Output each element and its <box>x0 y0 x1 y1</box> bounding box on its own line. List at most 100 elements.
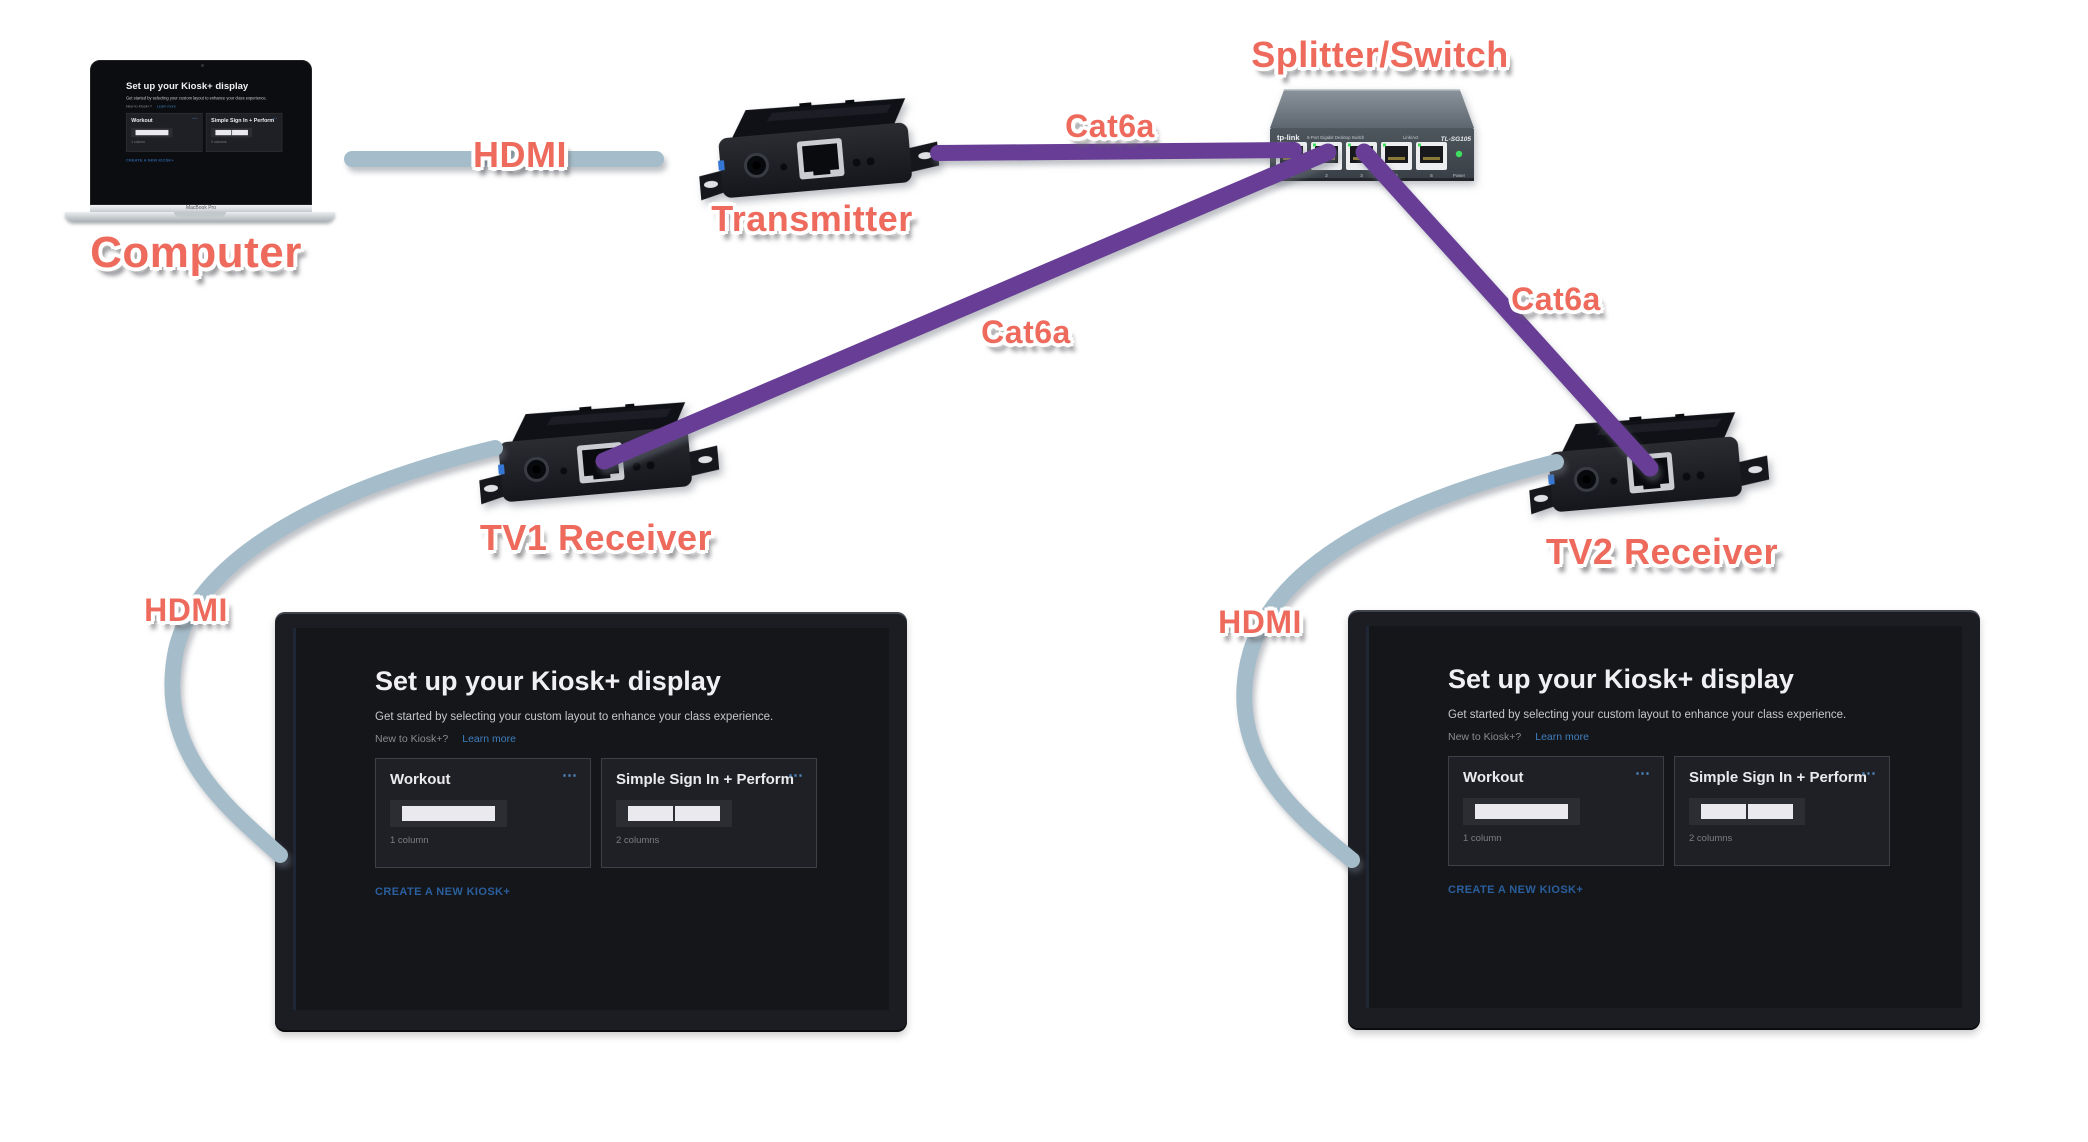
power-led <box>718 160 725 171</box>
switch-link-act-label: Link/Act <box>1403 135 1419 140</box>
card-title: Simple Sign In + Perform <box>616 771 794 788</box>
webcam-icon <box>201 64 204 67</box>
screw-hole <box>1696 471 1705 480</box>
tv2-receiver-label: TV2 Receiver <box>1545 531 1779 572</box>
rj45-port <box>1632 457 1670 487</box>
rj45-port-4 <box>1381 142 1412 170</box>
kiosk-new-to-row: New to Kiosk+? Learn more <box>375 733 516 745</box>
tv1-screen: Set up your Kiosk+ display Get started b… <box>293 628 889 1010</box>
column-bar <box>402 806 495 821</box>
columns-label: 2 columns <box>1689 833 1733 844</box>
rj45-notch <box>593 471 611 480</box>
ellipsis-menu-icon: ⋯ <box>192 116 198 123</box>
layout-preview-1col <box>390 800 507 827</box>
column-bar <box>675 806 720 821</box>
device-post <box>799 102 812 108</box>
kiosk-subtitle: Get started by selecting your custom lay… <box>375 711 774 723</box>
columns-label: 1 column <box>1463 833 1502 844</box>
extender-device <box>1529 412 1770 515</box>
kiosk-setup-screen: Set up your Kiosk+ display Get started b… <box>293 628 887 1010</box>
port-led <box>1348 143 1351 147</box>
laptop-brand-text: MacBook Pro <box>185 205 216 211</box>
card-title: Workout <box>1463 769 1524 786</box>
splitter-switch-label: Splitter/Switch <box>1251 34 1509 75</box>
device-post <box>1675 413 1685 419</box>
column-bar <box>232 129 248 136</box>
laptop-screen: Set up your Kiosk+ display Get started b… <box>90 60 312 205</box>
power-led <box>1548 474 1555 485</box>
cat6a-label-transmitter: Cat6a <box>1065 108 1155 144</box>
extender-device <box>479 402 720 505</box>
rj45-port <box>582 447 620 477</box>
rj45-port-1 <box>1276 142 1307 170</box>
layout-preview-2col <box>211 127 253 138</box>
layout-card-workout: Workout ⋯ 1 column <box>375 758 591 868</box>
transmitter-device <box>698 98 940 212</box>
device-top-gloss <box>766 104 892 122</box>
layout-preview-2col <box>1689 798 1805 825</box>
tv2-kiosk-screen: Set up your Kiosk+ display Get started b… <box>1366 626 1962 1008</box>
layout-card-workout: Workout ⋯ 1 column <box>1448 756 1664 866</box>
port-led <box>1418 143 1421 147</box>
new-to-kiosk-text: New to Kiosk+? <box>1448 731 1522 743</box>
kiosk-setup-screen: Set up your Kiosk+ display Get started b… <box>97 67 307 203</box>
column-bar <box>215 129 232 136</box>
layout-preview-2col <box>616 800 732 827</box>
device-post <box>579 406 592 412</box>
kiosk-setup-screen: Set up your Kiosk+ display Get started b… <box>1366 626 1960 1008</box>
layout-cards: Workout ⋯ 1 column Simple Sign In + Perf… <box>375 758 817 868</box>
hdmi-label-computer: HDMI <box>473 134 567 175</box>
laptop-hinge: MacBook Pro <box>90 205 312 212</box>
device-post <box>845 99 855 105</box>
card-title: Workout <box>390 771 451 788</box>
tv2-display: Set up your Kiosk+ display Get started b… <box>1348 610 1980 1030</box>
kiosk-subtitle: Get started by selecting your custom lay… <box>1448 709 1847 721</box>
learn-more-link: Learn more <box>462 733 516 745</box>
computer-laptop: Set up your Kiosk+ display Get started b… <box>65 60 335 222</box>
learn-more-link: Learn more <box>1535 731 1589 743</box>
tv1-receiver-label: TV1 Receiver <box>479 517 713 558</box>
cat6a-label-tv1: Cat6a <box>981 314 1071 350</box>
power-label: Power <box>1453 173 1466 178</box>
column-bar <box>1701 804 1746 819</box>
port-led <box>1383 143 1386 147</box>
hdmi-label-tv1: HDMI <box>144 592 228 628</box>
switch-model: TL-SG105 <box>1441 136 1472 143</box>
kiosk-new-to-row: New to Kiosk+? Learn more <box>126 104 176 108</box>
card-title: Simple Sign In + Perform <box>211 117 275 124</box>
kiosk-title: Set up your Kiosk+ display <box>125 80 249 92</box>
ellipsis-menu-icon: ⋯ <box>788 767 804 784</box>
tv2-receiver-device <box>1528 412 1770 526</box>
tv1-display: Set up your Kiosk+ display Get started b… <box>275 612 907 1032</box>
rj45-port-3 <box>1346 142 1377 170</box>
power-led <box>1455 150 1463 158</box>
card-title: Simple Sign In + Perform <box>1689 769 1867 786</box>
tv1-receiver-device <box>478 402 720 516</box>
laptop-kiosk-screen: Set up your Kiosk+ display Get started b… <box>97 67 307 203</box>
column-bar <box>1475 804 1568 819</box>
create-kiosk-link: CREATE A NEW KIOSK+ <box>375 886 511 898</box>
columns-label: 1 column <box>131 140 145 145</box>
ellipsis-menu-icon: ⋯ <box>271 116 278 123</box>
kiosk-new-to-row: New to Kiosk+? Learn more <box>1448 731 1589 743</box>
transmitter-label: Transmitter <box>711 198 913 239</box>
tv1-kiosk-screen: Set up your Kiosk+ display Get started b… <box>293 628 889 1010</box>
layout-card-simple-sign-in: Simple Sign In + Perform ⋯ 2 columns <box>205 112 283 152</box>
column-bar <box>1748 804 1793 819</box>
layout-preview-1col <box>131 127 173 138</box>
ir-hole <box>1610 477 1618 485</box>
ellipsis-menu-icon: ⋯ <box>562 767 578 784</box>
port-led <box>1313 143 1316 147</box>
layout-cards: Workout ⋯ 1 column Simple Sign In + Perf… <box>1448 756 1890 866</box>
new-to-kiosk-text: New to Kiosk+? <box>125 104 152 109</box>
kiosk-title: Set up your Kiosk+ display <box>1448 664 1794 694</box>
power-jack-pin <box>1582 475 1591 484</box>
column-bar <box>135 129 169 136</box>
learn-more-link: Learn more <box>156 104 176 109</box>
layout-card-simple-sign-in: Simple Sign In + Perform ⋯ 2 columns <box>601 758 817 868</box>
power-jack-pin <box>532 465 541 474</box>
new-to-kiosk-text: New to Kiosk+? <box>375 733 449 745</box>
switch-top-face <box>1270 90 1474 128</box>
column-bar <box>628 806 673 821</box>
columns-label: 2 columns <box>616 835 660 846</box>
